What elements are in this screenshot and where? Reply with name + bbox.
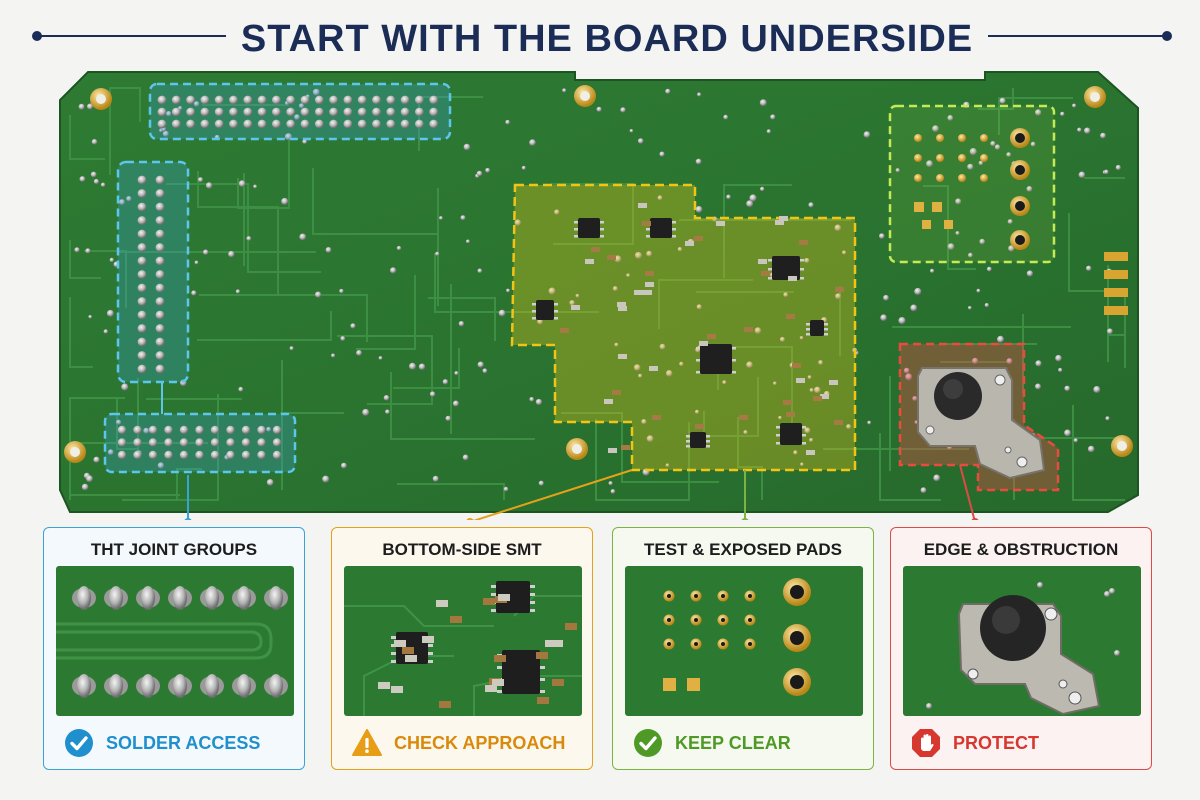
edge-obstruction-photo — [903, 566, 1141, 716]
card-tht-joint-groups: THT JOINT GROUPS SOLDER ACCESS — [43, 527, 305, 770]
tht-zone-top — [148, 82, 452, 141]
card-action-label: CHECK APPROACH — [394, 733, 566, 753]
tht-zone-left — [116, 160, 190, 384]
via-layer — [74, 88, 1123, 494]
pcb-board-illustration — [59, 71, 1139, 520]
edge-obstruction-zone — [898, 342, 1060, 492]
card-title: TEST & EXPOSED PADS — [643, 540, 843, 559]
card-action-label: KEEP CLEAR — [675, 733, 791, 753]
card-title: BOTTOM-SIDE SMT — [382, 540, 542, 559]
title-dot-left — [32, 31, 42, 41]
tht-zone-bottom — [103, 412, 297, 474]
card-edge-obstruction: EDGE & OBSTRUCTION PROTECT — [890, 527, 1152, 770]
card-footer: SOLDER ACCESS — [64, 728, 294, 758]
warning-triangle-icon — [352, 729, 382, 756]
title-rule-left — [36, 35, 226, 37]
trace-layer — [69, 87, 1126, 501]
test-pads-photo — [625, 566, 863, 716]
card-title: THT JOINT GROUPS — [90, 540, 258, 559]
stop-hand-icon — [912, 729, 940, 757]
page-title: START WITH THE BOARD UNDERSIDE — [240, 18, 974, 60]
card-title: EDGE & OBSTRUCTION — [923, 540, 1119, 559]
card-test-exposed-pads: TEST & EXPOSED PADS KEEP CLEAR — [612, 527, 874, 770]
title-row: START WITH THE BOARD UNDERSIDE — [0, 8, 1200, 64]
test-pad-zone — [888, 104, 1056, 264]
title-dot-right — [1162, 31, 1172, 41]
bottom-smt-photo — [344, 566, 582, 716]
title-rule-right — [988, 35, 1170, 37]
callout-connectors — [184, 464, 979, 520]
card-action-label: SOLDER ACCESS — [106, 733, 261, 753]
edge-connector-fingers — [1104, 252, 1128, 315]
card-footer: PROTECT — [911, 728, 1141, 758]
card-bottom-side-smt: BOTTOM-SIDE SMT CHECK APPROACH — [331, 527, 593, 770]
pcb-board — [59, 71, 1139, 513]
tht-joint-photo — [56, 566, 294, 716]
check-circle-icon — [65, 729, 93, 757]
check-circle-icon — [634, 729, 662, 757]
card-action-label: PROTECT — [953, 733, 1040, 753]
mounting-hole-icons — [64, 85, 1133, 463]
card-footer: KEEP CLEAR — [633, 728, 863, 758]
card-footer: CHECK APPROACH — [352, 728, 582, 758]
